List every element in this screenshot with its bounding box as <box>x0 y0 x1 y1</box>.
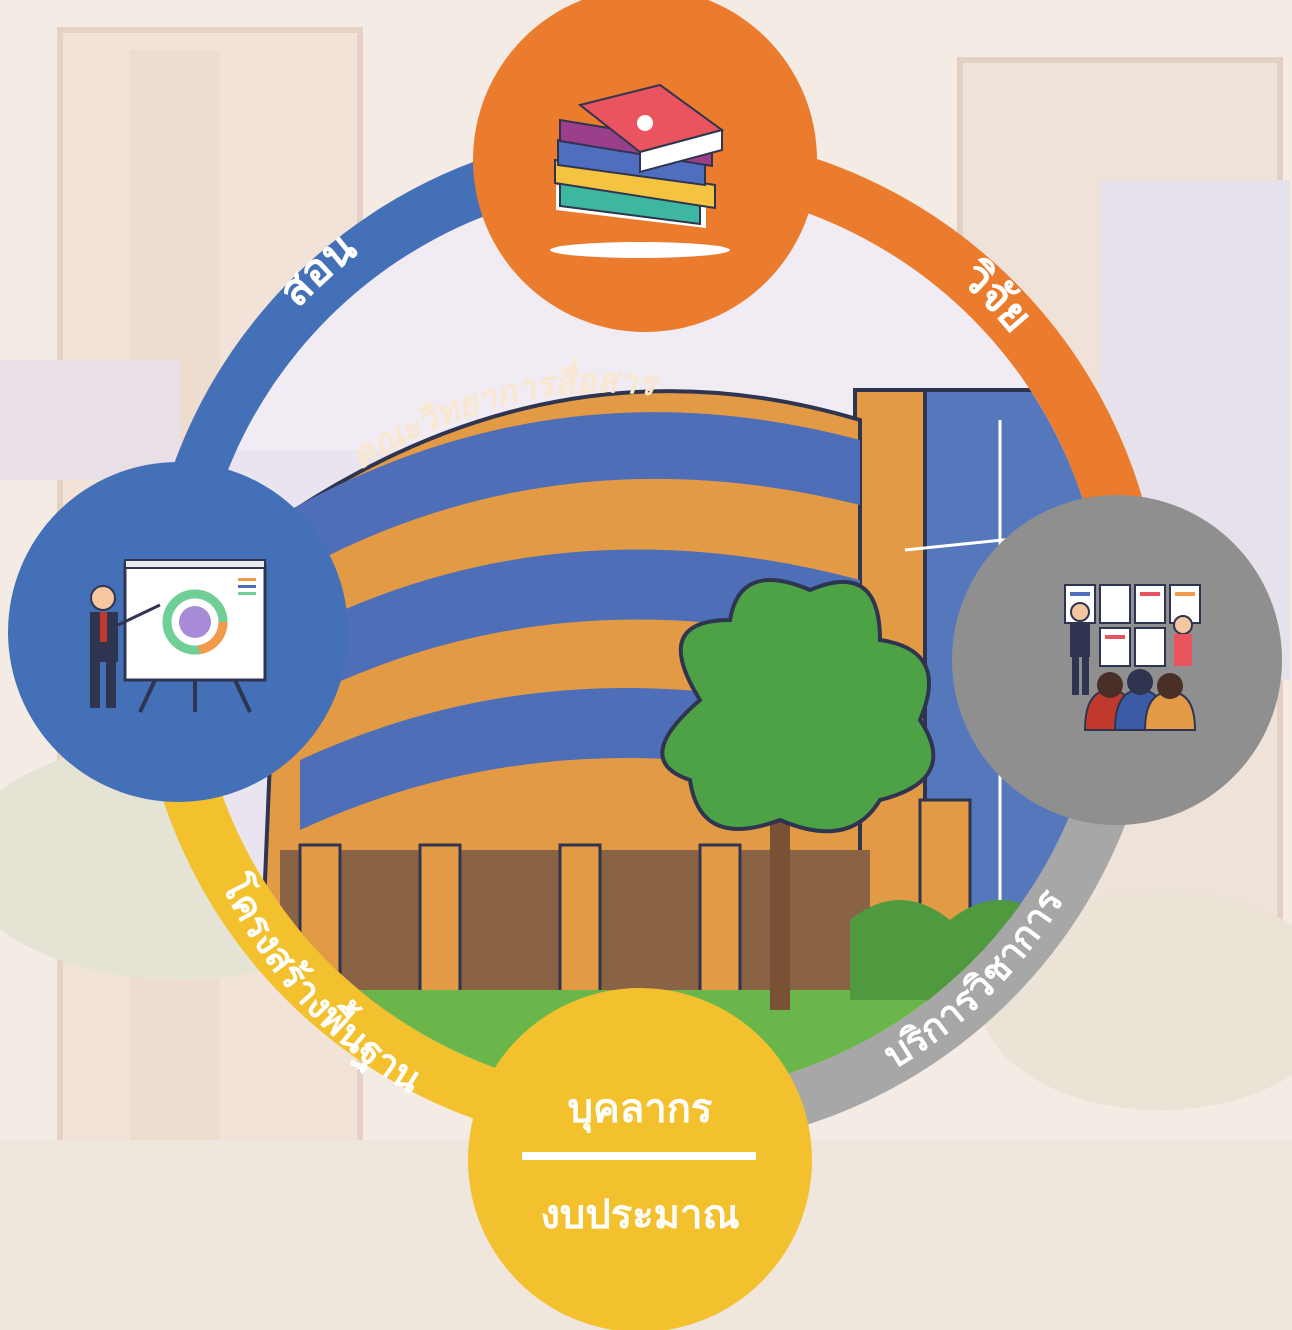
hub-teaching-presentation <box>8 462 348 802</box>
hub-service-audience <box>952 495 1282 825</box>
divider <box>522 1152 756 1160</box>
presentation-board-icon <box>90 559 267 713</box>
hub-personnel-budget: บุคลากร งบประมาณ <box>468 988 812 1330</box>
personnel-label: บุคลากร <box>568 1086 713 1134</box>
budget-label: งบประมาณ <box>540 1192 739 1238</box>
hub-research-books <box>473 0 817 332</box>
books-stack-icon <box>550 83 730 258</box>
academic-service-audience-icon <box>1064 584 1201 731</box>
ring-segment-research <box>772 150 1156 565</box>
ring-segment-infrastructure <box>144 715 566 1141</box>
